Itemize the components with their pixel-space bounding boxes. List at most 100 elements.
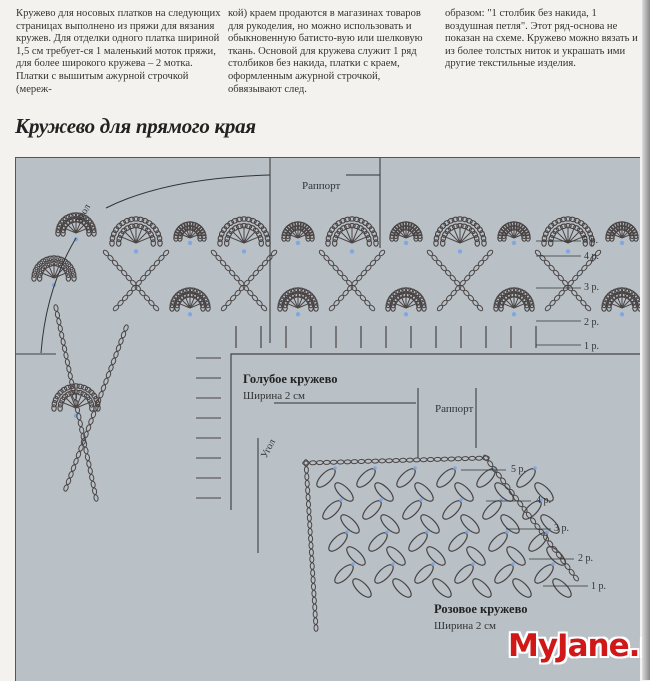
blue-repeat-label: Раппорт: [302, 180, 341, 192]
blue-corner-scallop-inner: [38, 267, 45, 275]
pink-side-chain: [304, 472, 310, 481]
blue-corner-arrow: [40, 237, 77, 354]
pink-leaf-stitch: [460, 514, 480, 534]
blue-large-scallop-chain: [343, 216, 352, 223]
blue-large-scallop-chain: [365, 222, 373, 230]
blue-corner-scallop-chain: [67, 383, 76, 390]
pink-side-chain: [309, 555, 315, 564]
pink-top-chain: [433, 456, 442, 462]
blue-corner-scallop-chain: [54, 255, 62, 262]
pink-top-chain: [378, 458, 386, 464]
blue-large-scallop-chain: [331, 222, 339, 230]
pink-edge-chain: [487, 460, 494, 468]
blue-lower-scallop-inner: [632, 304, 638, 312]
blue-lower-scallop-chain: [311, 297, 318, 305]
blue-large-scallop-chain: [227, 219, 235, 227]
blue-lower-scallop-chain: [182, 287, 191, 294]
blue-large-scallop-stitch: [231, 230, 245, 244]
blue-large-scallop-chain: [456, 216, 464, 222]
blue-corner-chain: [83, 430, 89, 439]
blue-corner-scallop-chain: [57, 389, 64, 396]
blue-corner-chain: [86, 460, 92, 468]
pink-row-2: 2 р.: [578, 553, 593, 564]
blue-lower-scallop-stitch: [405, 302, 418, 309]
blue-large-scallop-stitch: [243, 236, 260, 244]
pink-leaf-stitch: [380, 514, 400, 534]
blue-small-scallop-inner: [413, 234, 419, 242]
pink-top-chain: [343, 459, 352, 465]
pink-top-chain: [468, 455, 476, 461]
blue-large-scallop-marker-dot: [133, 249, 139, 254]
blue-corner-scallop-chain: [57, 219, 65, 227]
blue-large-scallop-chain: [145, 219, 153, 227]
blue-corner-chain: [67, 372, 73, 380]
blue-large-scallop-chain: [109, 239, 115, 247]
blue-large-scallop-chain: [132, 216, 140, 222]
pink-edge-chain: [560, 557, 567, 565]
blue-large-scallop-chain: [460, 216, 469, 223]
blue-large-scallop-chain: [542, 230, 549, 238]
blue-large-scallop-chain: [372, 234, 379, 243]
pink-side-chain: [308, 548, 314, 557]
pink-leaf-stitch: [432, 578, 452, 598]
blue-corner-scallop-chain: [36, 260, 44, 268]
blue-large-scallop-inner: [579, 230, 587, 238]
pink-top-chain: [357, 458, 366, 464]
blue-lower-scallop-stitch: [396, 298, 407, 309]
blue-large-scallop-inner: [555, 224, 563, 232]
blue-lower-scallop-inner: [415, 300, 422, 309]
blue-large-scallop-chain: [469, 219, 477, 227]
blue-large-scallop-chain: [479, 230, 486, 238]
blue-corner-chain: [98, 390, 104, 399]
blue-large-scallop-chain: [339, 217, 347, 224]
blue-large-scallop-inner: [127, 223, 136, 230]
blue-large-scallop-inner: [581, 234, 588, 243]
blue-large-scallop-stitch: [339, 230, 353, 244]
pink-side-chain: [310, 582, 317, 591]
blue-large-scallop-inner: [116, 234, 123, 243]
blue-lower-scallop-chain: [199, 291, 207, 299]
blue-lower-scallop-chain: [528, 300, 535, 309]
blue-corner-chain: [123, 324, 129, 332]
blue-lower-scallop-stitch: [621, 302, 634, 309]
blue-corner-chain: [108, 364, 114, 372]
blue-large-scallop-chain: [249, 217, 257, 224]
blue-row-3: 3 р.: [584, 282, 599, 293]
blue-large-scallop-inner: [363, 230, 371, 238]
blue-large-scallop-chain: [436, 226, 444, 234]
blue-large-scallop-inner: [573, 224, 581, 232]
blue-lower-scallop-inner: [199, 300, 206, 309]
blue-lower-scallop-chain: [309, 294, 317, 302]
blue-large-scallop-chain: [465, 217, 473, 224]
blue-corner-chain: [65, 477, 72, 486]
blue-large-scallop-chain: [481, 239, 487, 247]
blue-large-scallop-chain: [218, 230, 225, 238]
blue-large-scallop-inner: [333, 230, 341, 238]
blue-small-scallop-inner: [181, 226, 189, 233]
blue-lower-scallop-marker-dot: [403, 312, 409, 317]
blue-large-scallop-chain: [157, 239, 163, 247]
blue-small-scallop-inner: [501, 234, 507, 242]
blue-lower-scallop-stitch: [178, 302, 191, 309]
blue-lower-scallop-chain: [277, 304, 283, 312]
blue-large-scallop-chain: [123, 217, 131, 224]
blue-lower-scallop-chain: [402, 287, 410, 293]
blue-large-scallop-stitch: [459, 236, 476, 244]
blue-corner-scallop-inner: [57, 404, 63, 412]
blue-lower-scallop-chain: [608, 289, 616, 297]
blue-corner-chain: [66, 365, 72, 373]
pink-side-chain: [307, 527, 313, 536]
blue-large-scallop-inner: [224, 234, 231, 243]
blue-lower-scallop-inner: [524, 304, 530, 312]
blue-lower-scallop-chain: [614, 287, 623, 294]
blue-lower-scallop-stitch: [288, 298, 299, 309]
blue-corner-scallop-inner: [65, 270, 71, 278]
blue-lower-scallop-chain: [179, 288, 187, 295]
blue-large-scallop-stitch: [120, 236, 137, 244]
pink-side-chain: [309, 562, 315, 570]
blue-corner-scallop-stitch: [75, 223, 86, 234]
blue-corner-scallop-chain: [31, 270, 38, 278]
blue-large-scallop-stitch: [336, 236, 353, 244]
pink-row-5: 5 р.: [511, 464, 526, 475]
blue-lower-scallop-chain: [611, 288, 619, 295]
